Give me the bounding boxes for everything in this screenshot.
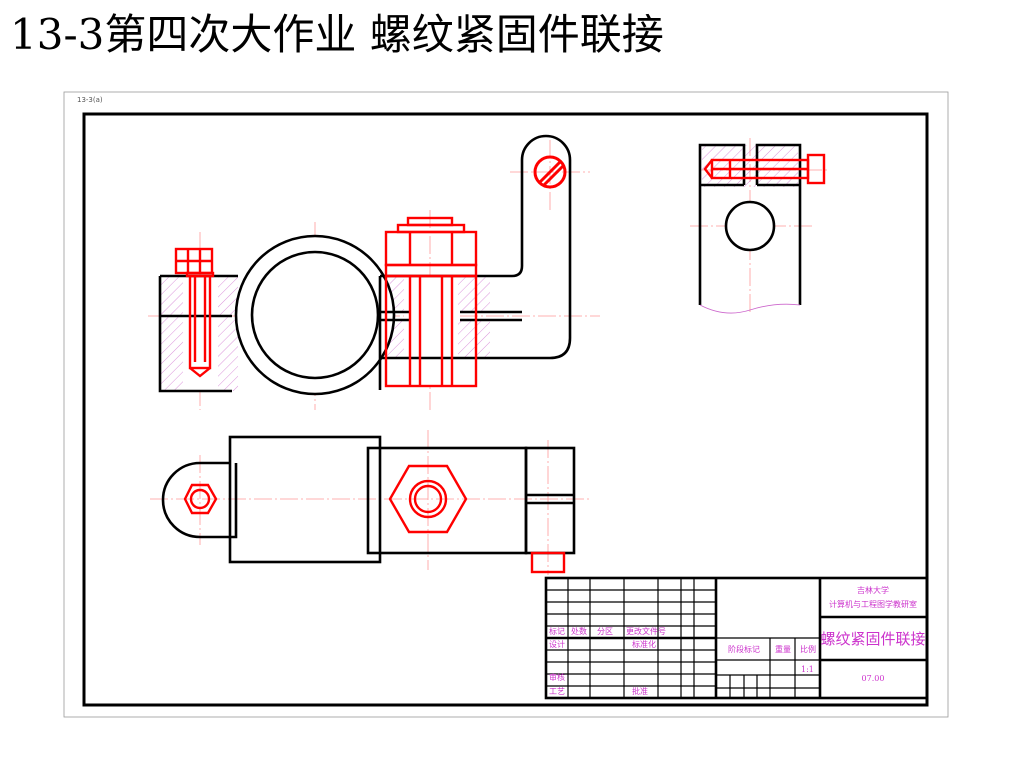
side-body [698, 143, 802, 305]
tb-label-design: 设计 [549, 639, 565, 649]
tb-label-process: 工艺 [549, 687, 565, 696]
tb-label-review: 审核 [549, 672, 565, 682]
tb-label-count: 处数 [571, 626, 587, 636]
tb-drawing-no: 07.00 [862, 674, 885, 683]
clamp-body [158, 134, 572, 396]
tb-label-stage-mark: 阶段标记 [728, 644, 760, 654]
top-fasteners [183, 464, 566, 574]
title-block: 标记 处数 分区 更改文件号 设计 标准化 审核 工艺 批准 阶段标记 重量 比… [544, 576, 929, 700]
tb-drawing-name: 螺纹紧固件联接 [820, 630, 925, 648]
left-screw [174, 247, 215, 378]
section-hatching [160, 276, 490, 391]
tb-label-zone: 分区 [597, 627, 613, 636]
top-view [150, 430, 590, 575]
tb-label-standardize: 标准化 [632, 639, 656, 649]
slotted-screw-head [533, 155, 567, 189]
side-hatch [702, 145, 798, 187]
front-view [148, 134, 600, 410]
paper [63, 91, 949, 718]
drawing-border [82, 112, 929, 707]
tb-label-weight: 重量 [775, 644, 791, 654]
tb-scale-value: 1:1 [801, 665, 814, 674]
slide-title: 13-3第四次大作业 螺纹紧固件联接 [10, 10, 664, 59]
tb-label-change-doc: 更改文件号 [626, 626, 666, 636]
tb-label-approve: 批准 [632, 686, 648, 696]
tb-department: 计算机与工程图学教研室 [829, 599, 917, 609]
side-screw [703, 153, 826, 185]
tb-label-mark: 标记 [549, 626, 565, 636]
hex-bolt-assembly [384, 216, 478, 388]
tb-label-scale: 比例 [800, 644, 816, 654]
tb-institute: 吉林大学 [857, 585, 889, 595]
side-break-line [699, 303, 801, 314]
sheet-code: 13-3(a) [77, 96, 103, 104]
side-view [690, 138, 830, 314]
